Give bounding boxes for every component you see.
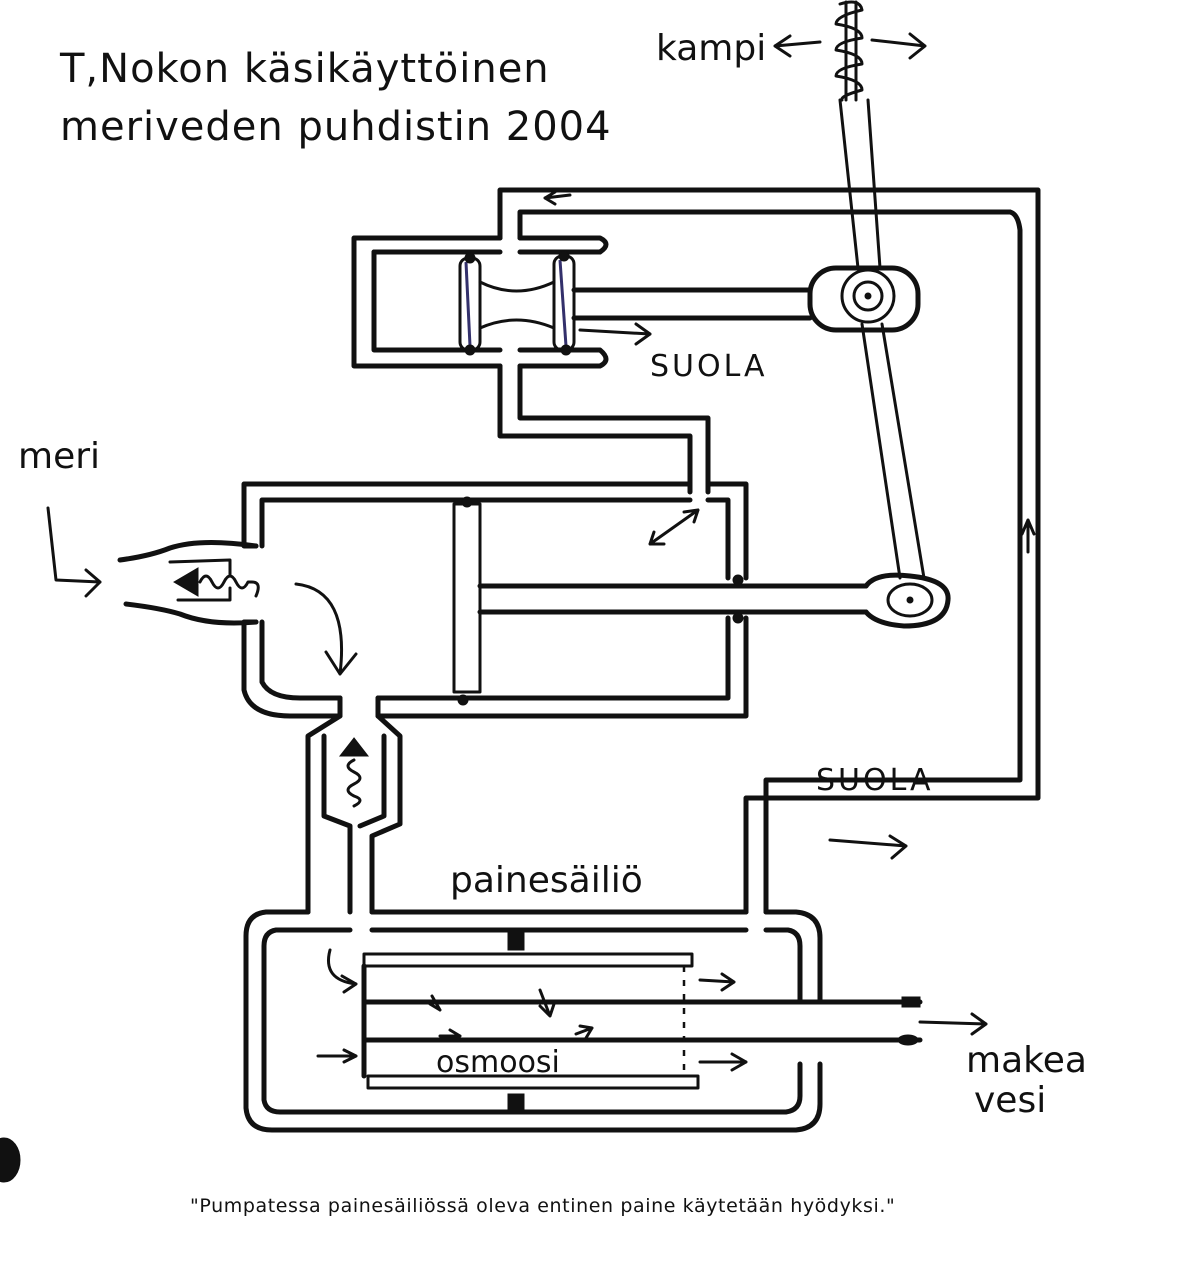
connecting-rod — [862, 324, 924, 578]
crank-group: kampi — [656, 2, 925, 268]
inlet-check-valve — [174, 568, 198, 596]
pressure-tank-label: painesäiliö — [450, 860, 643, 901]
sea-flow-arrow — [48, 508, 100, 596]
crank-label: kampi — [656, 28, 766, 69]
pressure-tank: painesäiliö osmoosi — [246, 860, 920, 1130]
punch-hole-mark — [0, 1138, 20, 1182]
top-flow-arrow — [545, 192, 570, 204]
outlet-check-valve — [340, 738, 368, 756]
title: T,Nokon käsikäyttöinen meriveden puhdist… — [59, 46, 612, 150]
top-piston — [460, 251, 810, 355]
salt-label-top: SUOLA — [650, 349, 768, 384]
fresh-water-label-1: makea — [966, 1040, 1087, 1081]
crank-handle-coil — [836, 2, 862, 100]
tank-bolt-top — [508, 932, 524, 950]
pipe-top-to-pump — [500, 366, 708, 492]
crank-rod — [840, 100, 880, 268]
fresh-water-arrow — [920, 1014, 986, 1034]
sea-label: meri — [18, 436, 100, 477]
salt-label-right: SUOLA — [816, 763, 934, 798]
main-pump — [244, 484, 866, 716]
membrane-plate-1 — [364, 954, 692, 966]
salt-right-arrow — [830, 836, 906, 858]
tank-bolt-bottom — [508, 1094, 524, 1110]
title-line-1: T,Nokon käsikäyttöinen — [59, 46, 550, 92]
piston-motion-arrow — [650, 510, 698, 544]
crank-right-arrow — [872, 34, 925, 58]
crank-eccentric-bottom — [866, 575, 948, 626]
main-piston — [454, 504, 480, 692]
sea-inlet: meri — [18, 436, 258, 623]
salt-out-arrow-top — [580, 324, 650, 344]
fresh-water-output: makea vesi — [920, 1014, 1087, 1121]
outlet-valve — [308, 698, 400, 912]
piston-rod — [480, 586, 866, 612]
osmosis-label: osmoosi — [436, 1045, 560, 1080]
fresh-water-label-2: vesi — [974, 1080, 1046, 1121]
caption: "Pumpatessa painesäiliössä oleva entinen… — [190, 1195, 895, 1217]
crank-eccentric-top — [810, 268, 918, 330]
fresh-water-outlet-pipe — [364, 1002, 920, 1040]
title-line-2: meriveden puhdistin 2004 — [60, 104, 612, 150]
outlet-valve-spring — [348, 760, 360, 806]
salt-up-arrow — [1022, 520, 1034, 552]
top-valve-cylinder: SUOLA — [354, 190, 1038, 384]
crank-left-arrow — [775, 36, 820, 56]
flow-down-arrow — [296, 584, 356, 674]
